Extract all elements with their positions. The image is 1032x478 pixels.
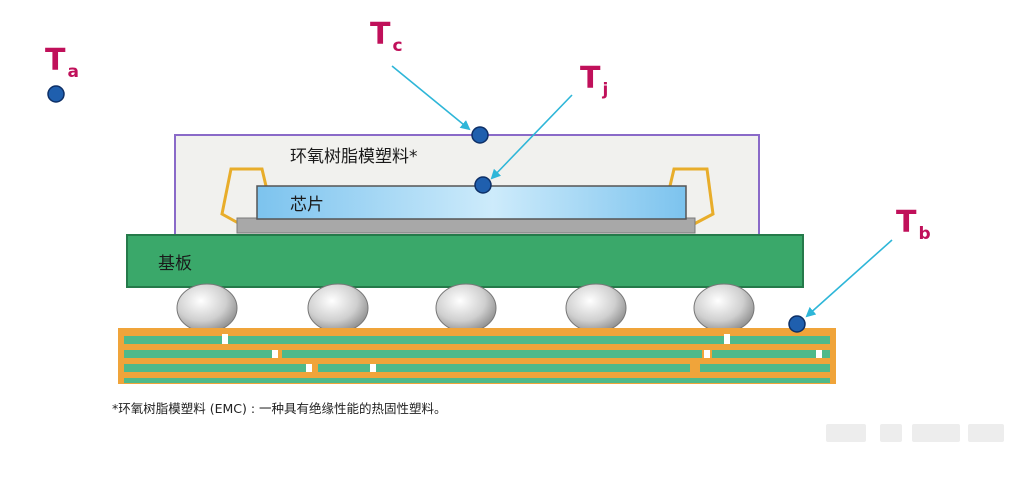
solder-ball [693, 283, 755, 333]
bond-wire-left [220, 167, 268, 226]
point-tb [788, 315, 806, 333]
footnote: *环氧树脂模塑料 (EMC) : 一种具有绝缘性能的热固性塑料。 [112, 401, 447, 416]
emc-label: 环氧树脂模塑料* [290, 147, 418, 167]
chip-label: 芯片 [290, 195, 324, 215]
bond-wire-right [668, 167, 715, 226]
chip [256, 185, 687, 220]
arrow-tb [805, 239, 893, 318]
solder-balls [176, 283, 755, 333]
substrate [126, 234, 804, 288]
arrow-tj [490, 94, 573, 180]
solder-ball [176, 283, 238, 333]
solder-ball [565, 283, 627, 333]
point-tc [471, 126, 489, 144]
substrate-label: 基板 [158, 254, 192, 274]
solder-ball [435, 283, 497, 333]
pcb-board [118, 328, 836, 384]
die-attach-layer [236, 217, 696, 234]
point-tj [474, 176, 492, 194]
point-ta [47, 85, 65, 103]
arrow-tc [391, 65, 471, 131]
solder-ball [307, 283, 369, 333]
